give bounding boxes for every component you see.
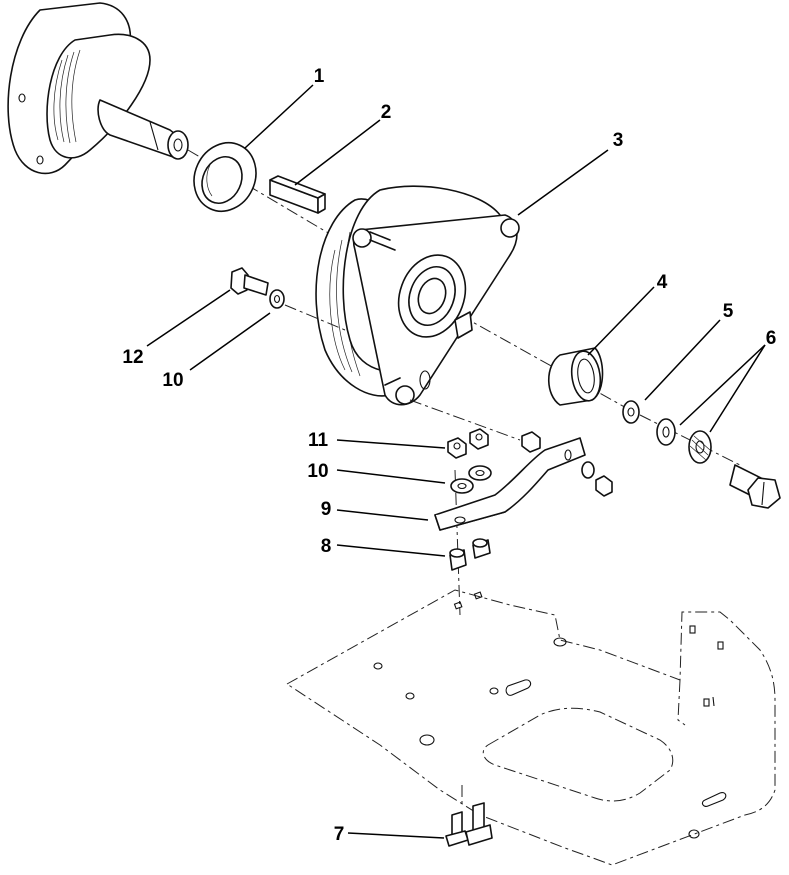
part-11-nuts [447,428,541,459]
callout-11: 11 [308,430,329,451]
callout-5: 5 [723,301,734,322]
callout-8: 8 [321,536,332,557]
callout-3: 3 [613,130,624,151]
part-9-bracket [434,437,613,531]
part-5-washer [622,400,640,424]
callout-labels: 1 2 3 4 5 6 7 8 9 10 10 11 12 [122,66,776,845]
callout-2: 2 [381,102,392,123]
part-2-key [269,175,326,214]
part-3-clutch [315,185,520,406]
callout-7: 7 [334,824,345,845]
callout-10-left: 10 [162,370,183,391]
part-1-bearing [193,142,257,212]
part-8-spacers [449,538,491,571]
part-4-sleeve [548,347,604,406]
callout-12: 12 [122,347,143,368]
callout-6: 6 [766,328,777,349]
mounting-plate [286,589,776,866]
callout-9: 9 [321,499,332,520]
part-7-bolts [445,785,493,847]
engine-pulley-hub [7,2,189,175]
callout-10-bracket: 10 [307,461,328,482]
part-10-washer-bracket [450,465,492,494]
part-6-washers-bolt [656,418,781,509]
part-12-bolt [230,267,269,296]
callout-1: 1 [314,66,325,87]
leader-lines [146,84,766,839]
callout-4: 4 [657,272,668,293]
part-10-washer-left [269,289,285,309]
